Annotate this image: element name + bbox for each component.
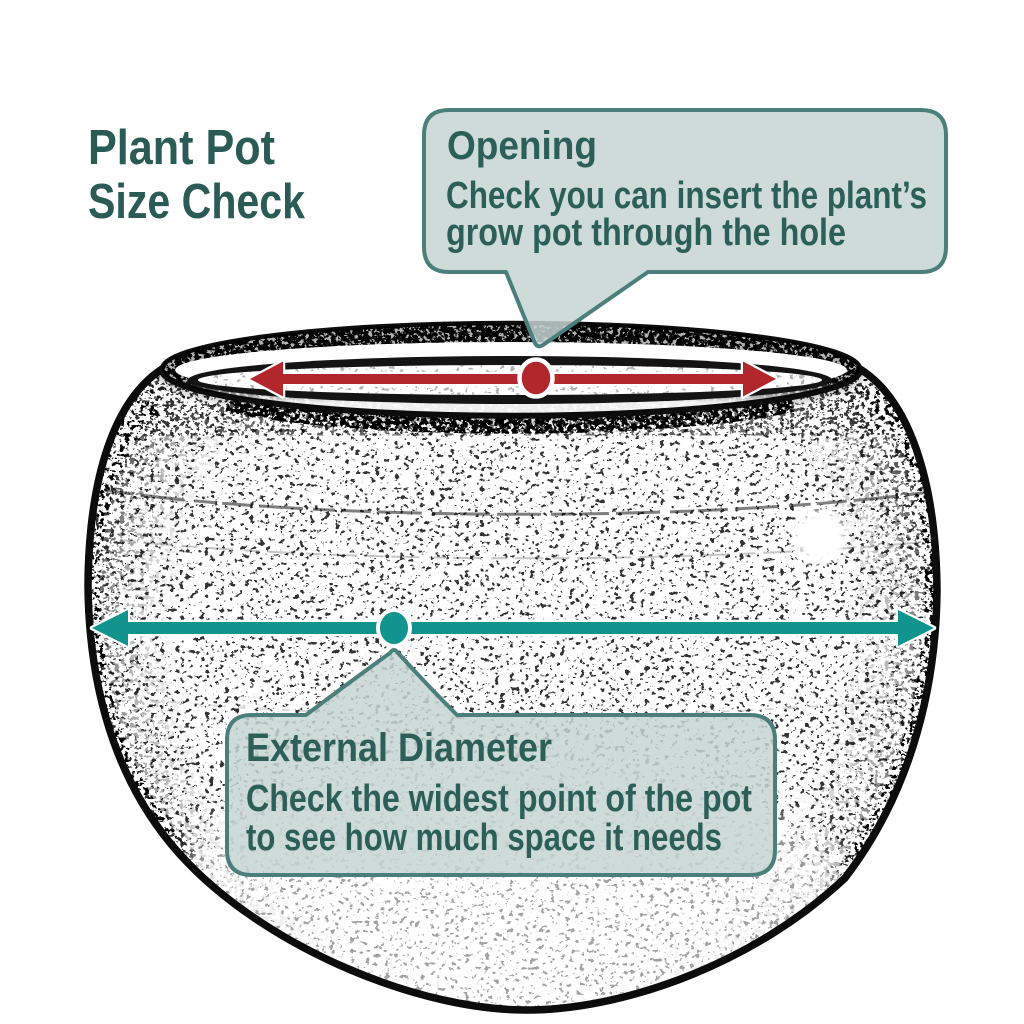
svg-text:External Diameter: External Diameter <box>246 726 552 770</box>
svg-text:Plant Pot: Plant Pot <box>88 121 275 175</box>
svg-text:Opening: Opening <box>447 124 597 168</box>
svg-text:to see how much space it needs: to see how much space it needs <box>246 817 722 859</box>
svg-text:Check you can insert the plant: Check you can insert the plant’s <box>446 175 927 217</box>
svg-text:Check the widest point of the: Check the widest point of the pot <box>246 778 752 820</box>
svg-text:Size Check: Size Check <box>88 175 306 229</box>
svg-text:grow pot through the hole: grow pot through the hole <box>446 212 846 254</box>
